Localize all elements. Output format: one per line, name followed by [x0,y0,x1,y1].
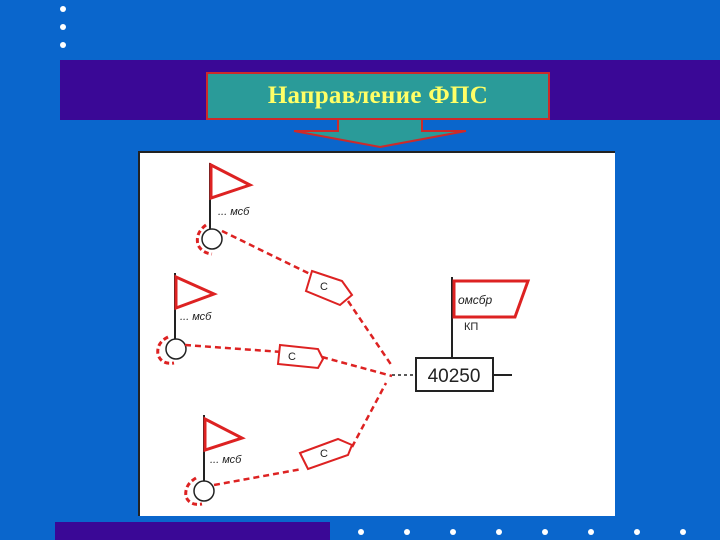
bullet-dot [634,529,640,535]
bullet-dot [60,24,66,30]
bullet-dot [60,42,66,48]
title-pointer-arrow [293,119,467,149]
fire-support-diagram: ... мсб ... мсб ... мсб [156,162,531,506]
decorative-dots-bottom [358,529,720,537]
command-post-number-box: 40250 [392,357,512,392]
bullet-dot [496,529,502,535]
post-3-label: ... мсб [210,454,242,466]
bullet-dot [588,529,594,535]
line-marker-1: С [304,269,354,307]
footer-band [55,522,330,540]
bullet-dot [404,529,410,535]
bullet-dot [542,529,548,535]
line-marker-2: С [276,343,325,370]
decorative-dots-left [60,6,66,60]
marker-1-label: С [320,281,328,293]
bullet-dot [680,529,686,535]
observation-post-2: ... мсб [156,273,218,365]
post-2-label: ... мсб [180,311,212,323]
title-box: Направление ФПС [206,72,550,120]
command-post-number: 40250 [428,366,481,387]
bullet-dot [358,529,364,535]
bullet-dot [60,6,66,12]
line-marker-3: С [298,437,354,471]
observation-post-1: ... мсб [195,162,254,256]
command-post-label: КП [464,321,478,333]
slide-title: Направление ФПС [267,82,489,109]
marker-2-label: С [288,351,296,363]
command-post-flag: омсбр КП [451,277,531,357]
fire-lines [184,229,394,487]
observation-post-3: ... мсб [184,415,246,506]
diagram-panel: ... мсб ... мсб ... мсб [138,151,615,516]
bullet-dot [450,529,456,535]
post-1-label: ... мсб [218,206,250,218]
marker-3-label: С [320,448,328,460]
command-flag-label: омсбр [458,293,493,307]
